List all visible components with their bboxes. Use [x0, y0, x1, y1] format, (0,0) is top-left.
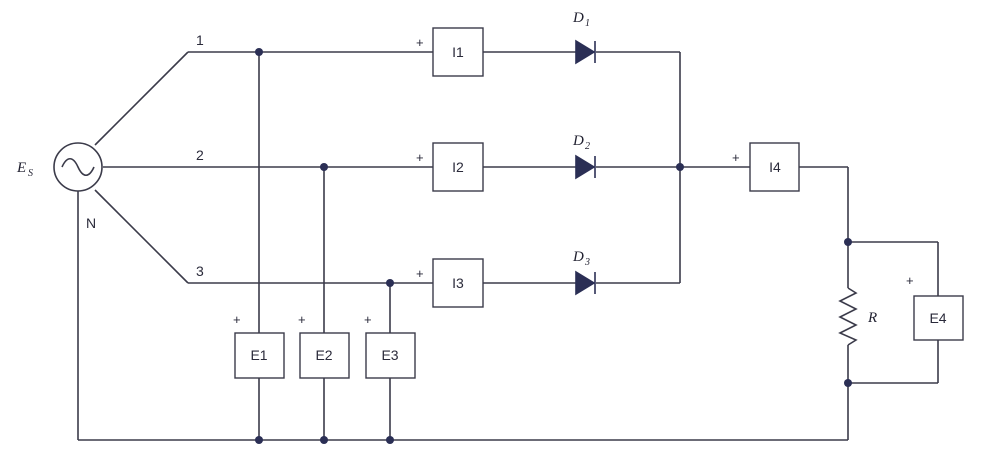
voltmeter-e1-polarity: + — [233, 312, 241, 327]
voltmeter-e4-box — [913, 295, 964, 341]
diode-d3-icon — [575, 270, 596, 296]
phase-1-label: 1 — [196, 32, 204, 48]
voltmeter-e4-label: E4 — [929, 310, 946, 326]
ammeter-i1: I1 + — [416, 27, 484, 77]
junction-dot — [320, 436, 328, 444]
diode-d1: D 1 — [572, 10, 596, 65]
resistor-label: R — [867, 310, 877, 326]
neutral-label: N — [86, 215, 96, 231]
ammeter-i2-label: I2 — [452, 159, 464, 175]
junctions — [255, 48, 852, 444]
ammeter-i2-polarity: + — [416, 150, 424, 165]
phase-2-label: 2 — [196, 147, 204, 163]
diode-d2-subscript: 2 — [585, 141, 590, 152]
ammeter-i1-polarity: + — [416, 35, 424, 50]
ammeter-i4-polarity: + — [732, 150, 740, 165]
wires — [77, 51, 939, 441]
voltmeter-e3-box — [365, 332, 416, 379]
junction-dot — [676, 163, 684, 171]
voltmeter-e3-label: E3 — [381, 347, 398, 363]
diode-d2-icon — [575, 154, 596, 180]
voltmeter-e2-box — [299, 332, 350, 379]
voltmeter-e4: E4 + — [906, 273, 964, 341]
diode-d2-label: D — [572, 133, 584, 149]
junction-dot — [386, 279, 394, 287]
junction-dot — [386, 436, 394, 444]
resistor-r: R — [838, 287, 877, 346]
diode-d3-label: D — [572, 249, 584, 265]
source-label: E — [16, 160, 26, 176]
sine-wave-icon — [61, 157, 95, 177]
voltmeter-e3-polarity: + — [364, 312, 372, 327]
junction-dot — [844, 379, 852, 387]
voltmeter-e3: E3 + — [364, 312, 416, 379]
phase-3-lead — [94, 189, 189, 284]
diode-d3-subscript: 3 — [584, 257, 590, 268]
ammeter-i2: I2 + — [416, 142, 484, 192]
ammeter-i3-label: I3 — [452, 275, 464, 291]
diode-d3: D 3 — [572, 249, 596, 296]
diode-d1-icon — [575, 39, 596, 65]
ammeter-i1-label: I1 — [452, 44, 464, 60]
ammeter-i4-box — [749, 142, 800, 192]
ac-source — [53, 142, 103, 192]
ammeter-i4-label: I4 — [769, 159, 781, 175]
diode-d1-label: D — [572, 10, 584, 26]
ammeter-i3-box — [432, 258, 484, 308]
junction-dot — [255, 48, 263, 56]
junction-dot — [844, 238, 852, 246]
diode-d1-subscript: 1 — [585, 18, 590, 29]
voltmeter-e2-label: E2 — [315, 347, 332, 363]
ammeter-i3: I3 + — [416, 258, 484, 308]
phase-1-lead — [94, 51, 189, 146]
ammeter-i2-box — [432, 142, 484, 192]
junction-dot — [320, 163, 328, 171]
voltmeter-e1-label: E1 — [250, 347, 267, 363]
resistor-zigzag-icon — [838, 287, 858, 346]
voltmeter-e1: E1 + — [233, 312, 285, 379]
voltmeter-e2-polarity: + — [298, 312, 306, 327]
voltmeter-e2: E2 + — [298, 312, 350, 379]
junction-dot — [255, 436, 263, 444]
ammeter-i1-box — [432, 27, 484, 77]
voltmeter-e4-polarity: + — [906, 273, 914, 288]
ammeter-i3-polarity: + — [416, 266, 424, 281]
ammeter-i4: I4 + — [732, 142, 800, 192]
source-label-subscript: S — [28, 168, 33, 179]
diode-d2: D 2 — [572, 133, 596, 180]
voltmeter-e1-box — [234, 332, 285, 379]
phase-3-label: 3 — [196, 263, 204, 279]
